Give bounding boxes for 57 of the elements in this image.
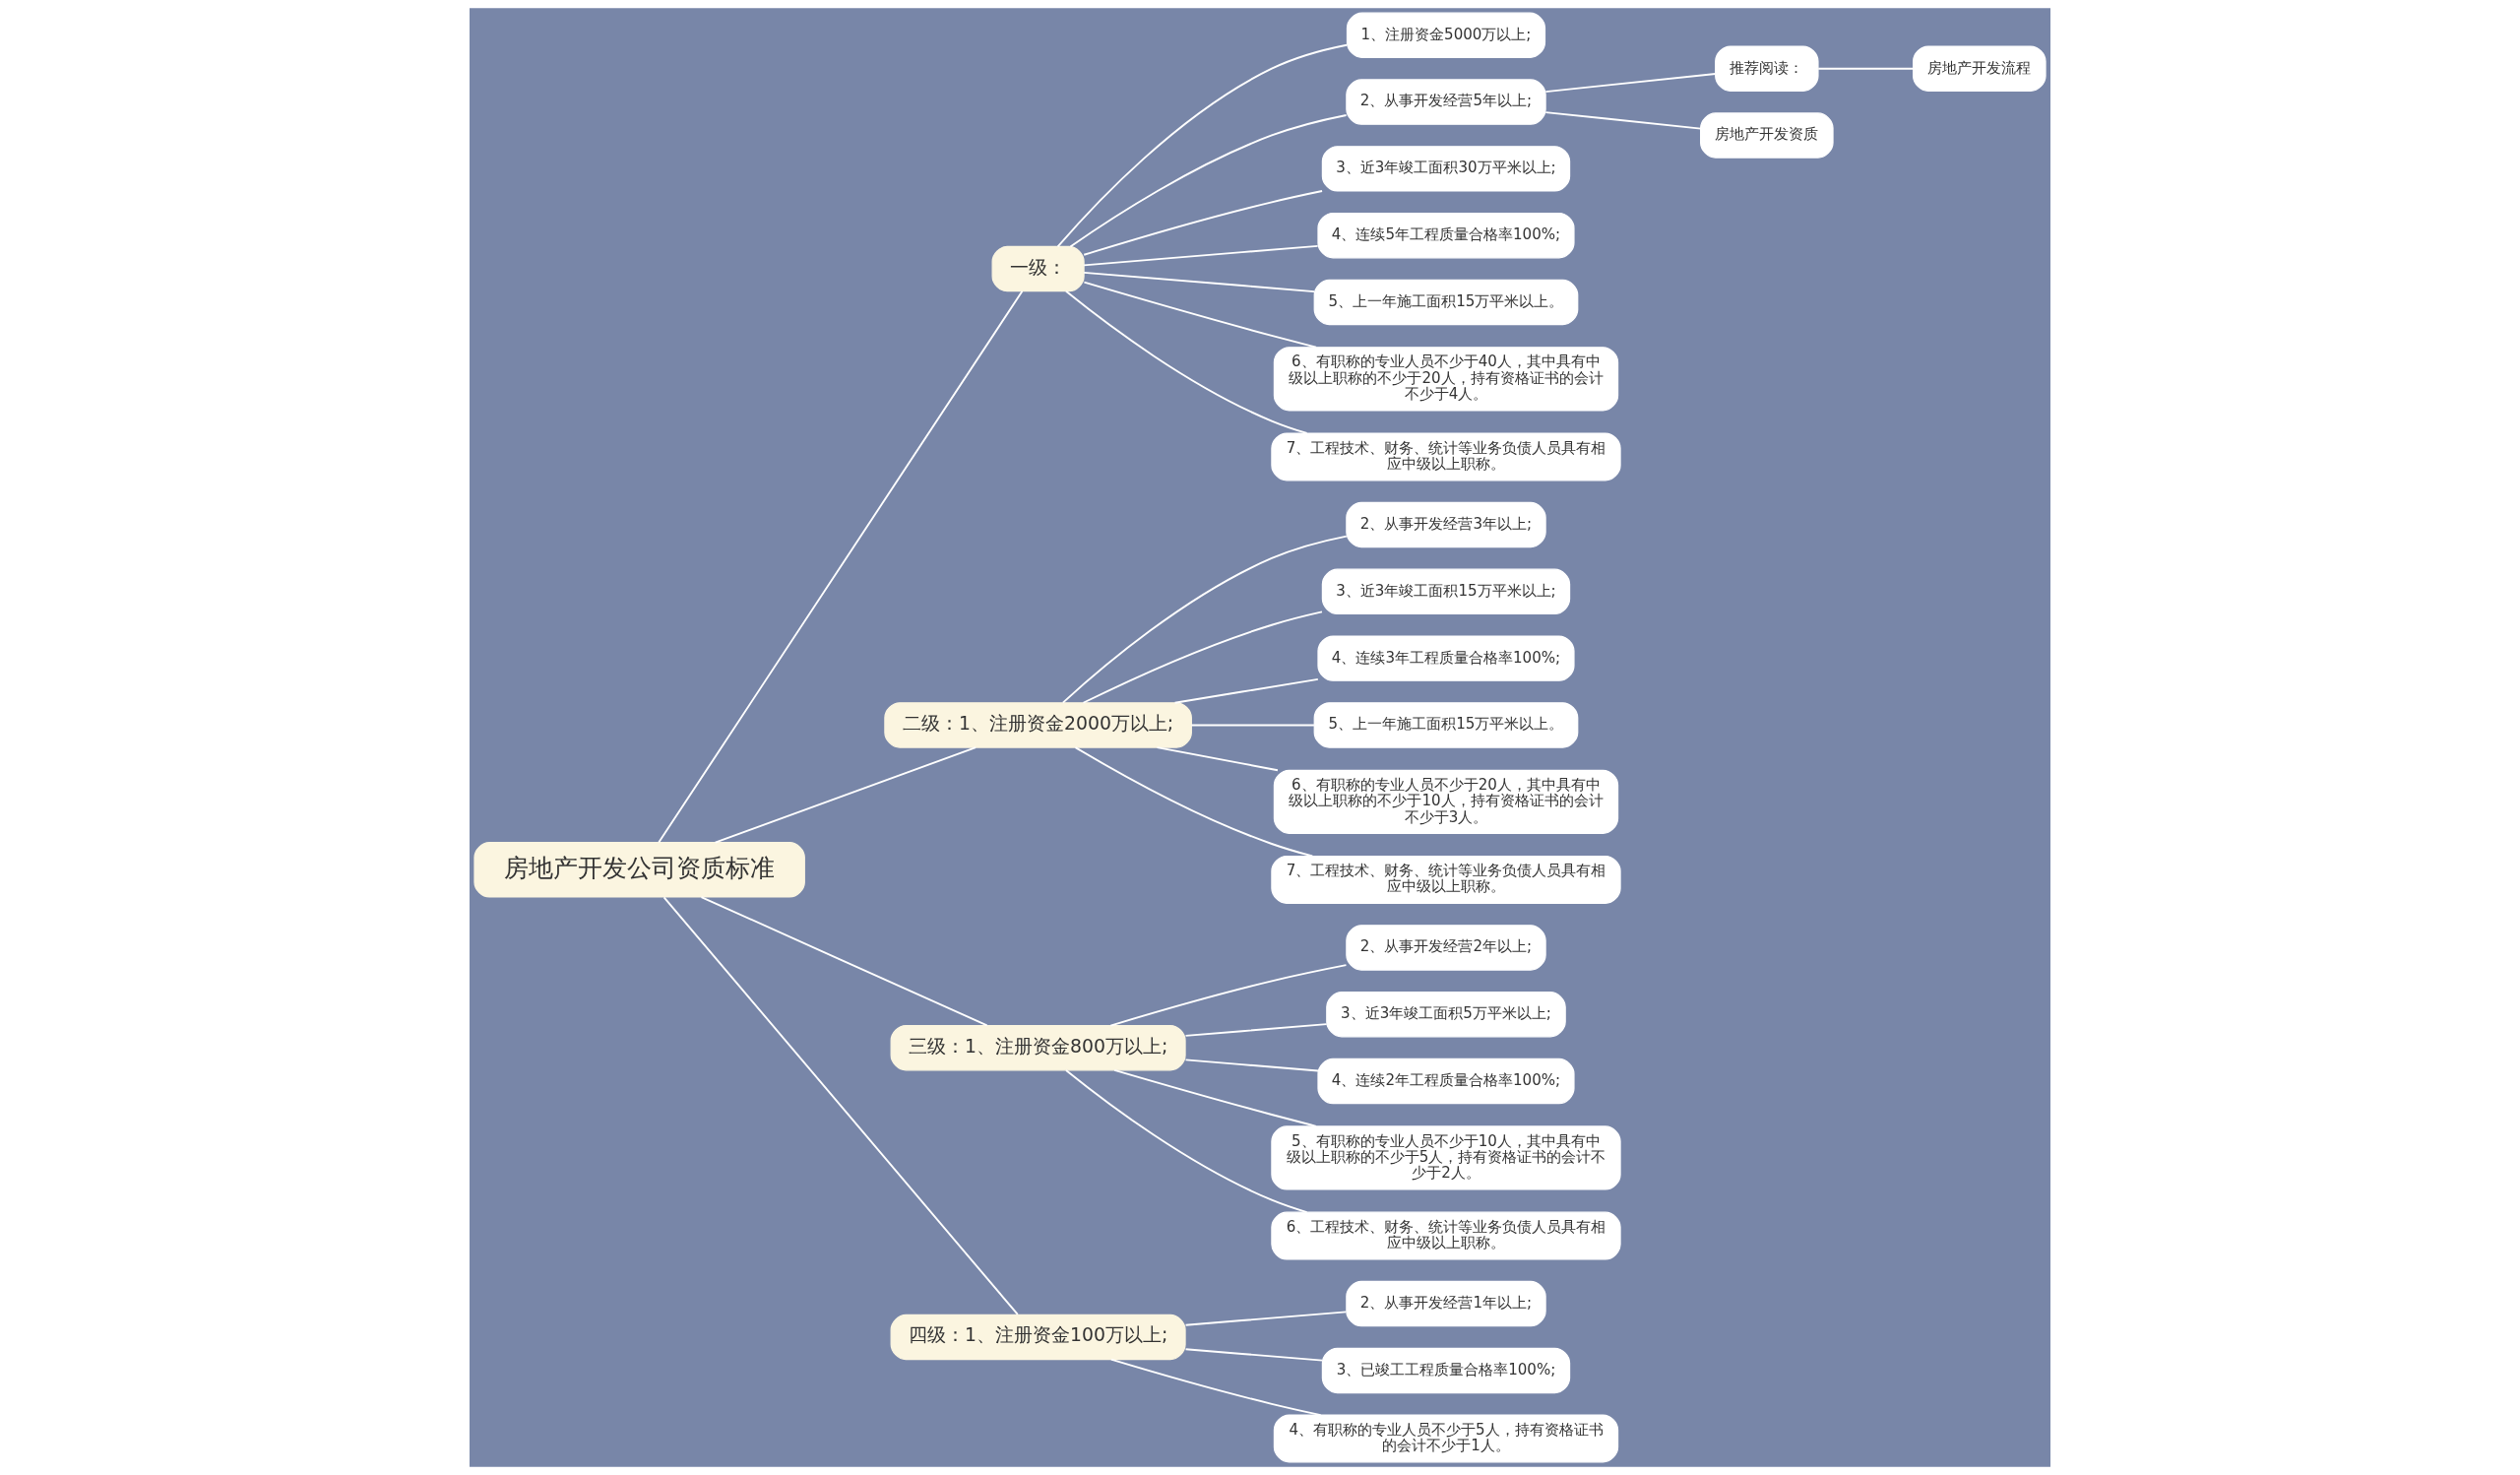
connector [1173, 677, 1319, 704]
connector [1074, 746, 1314, 858]
connector [1184, 1023, 1328, 1037]
connector [1056, 43, 1349, 248]
connector [1544, 73, 1717, 94]
connector [1082, 610, 1323, 704]
node-box: 3、近3年竣工面积15万平米以上; [1321, 568, 1571, 615]
node-box: 推荐阅读： [1715, 45, 1819, 92]
connector [1065, 289, 1308, 434]
connector [700, 896, 988, 1027]
connector [1083, 190, 1323, 256]
connector [1069, 114, 1348, 248]
node-box: 3、已竣工工程质量合格率100%; [1321, 1347, 1571, 1394]
node-box: 7、工程技术、财务、统计等业务负债人员具有相应中级以上职称。 [1271, 855, 1621, 904]
node-box: 4、有职称的专业人员不少于5人，持有资格证书的会计不少于1人。 [1273, 1414, 1619, 1463]
node-box: 6、有职称的专业人员不少于40人，其中具有中级以上职称的不少于20人，持有资格证书的会计不少于4人。 [1273, 347, 1619, 412]
node-box: 2、从事开发经营3年以上; [1346, 501, 1546, 548]
node-box: 2、从事开发经营5年以上; [1346, 79, 1546, 125]
node-box: 2、从事开发经营2年以上; [1346, 925, 1546, 971]
node-box: 3、近3年竣工面积30万平米以上; [1321, 146, 1571, 192]
node-box: 6、有职称的专业人员不少于20人，其中具有中级以上职称的不少于10人，持有资格证书的会计不少于3人。 [1273, 769, 1619, 834]
node-box: 4、连续2年工程质量合格率100%; [1317, 1058, 1575, 1105]
node-box: 四级：1、注册资金100万以上; [890, 1314, 1186, 1361]
connector [1817, 67, 1915, 70]
connector [1109, 964, 1348, 1027]
connector [1184, 1311, 1348, 1326]
connector [1109, 1358, 1322, 1416]
connector [1061, 535, 1348, 704]
node-box: 三级：1、注册资金800万以上; [890, 1024, 1186, 1071]
connector [1065, 1068, 1308, 1213]
node-box: 3、近3年竣工面积5万平米以上; [1326, 992, 1566, 1038]
connector [1083, 244, 1319, 267]
node-box: 5、有职称的专业人员不少于10人，其中具有中级以上职称的不少于5人，持有资格证书的会计不少于2人。 [1271, 1125, 1621, 1190]
node-box: 5、上一年施工面积15万平米以上。 [1313, 279, 1579, 326]
connector [1083, 271, 1315, 292]
node-box: 6、工程技术、财务、统计等业务负债人员具有相应中级以上职称。 [1271, 1211, 1621, 1260]
connector [1544, 111, 1702, 130]
connector [1184, 1058, 1319, 1072]
node-box: 2、从事开发经营1年以上; [1346, 1280, 1546, 1327]
connector [662, 896, 1019, 1315]
node-box: 房地产开发资质 [1700, 112, 1834, 159]
connector [1083, 281, 1317, 349]
node-box: 4、连续5年工程质量合格率100%; [1317, 212, 1575, 259]
connector [1113, 1068, 1317, 1127]
node-box: 二级：1、注册资金2000万以上; [884, 702, 1192, 748]
connector [658, 289, 1024, 844]
connector [1156, 746, 1279, 772]
node-box: 房地产开发流程 [1913, 45, 2047, 92]
connector [714, 746, 977, 844]
node-box: 4、连续3年工程质量合格率100%; [1317, 635, 1575, 681]
node-box: 房地产开发公司资质标准 [473, 842, 805, 898]
node-box: 1、注册资金5000万以上; [1346, 12, 1546, 58]
node-box: 一级： [991, 245, 1085, 292]
connector [1184, 1348, 1324, 1362]
node-box: 7、工程技术、财务、统计等业务负债人员具有相应中级以上职称。 [1271, 432, 1621, 481]
node-box: 5、上一年施工面积15万平米以上。 [1313, 702, 1579, 748]
connector [1190, 724, 1315, 727]
